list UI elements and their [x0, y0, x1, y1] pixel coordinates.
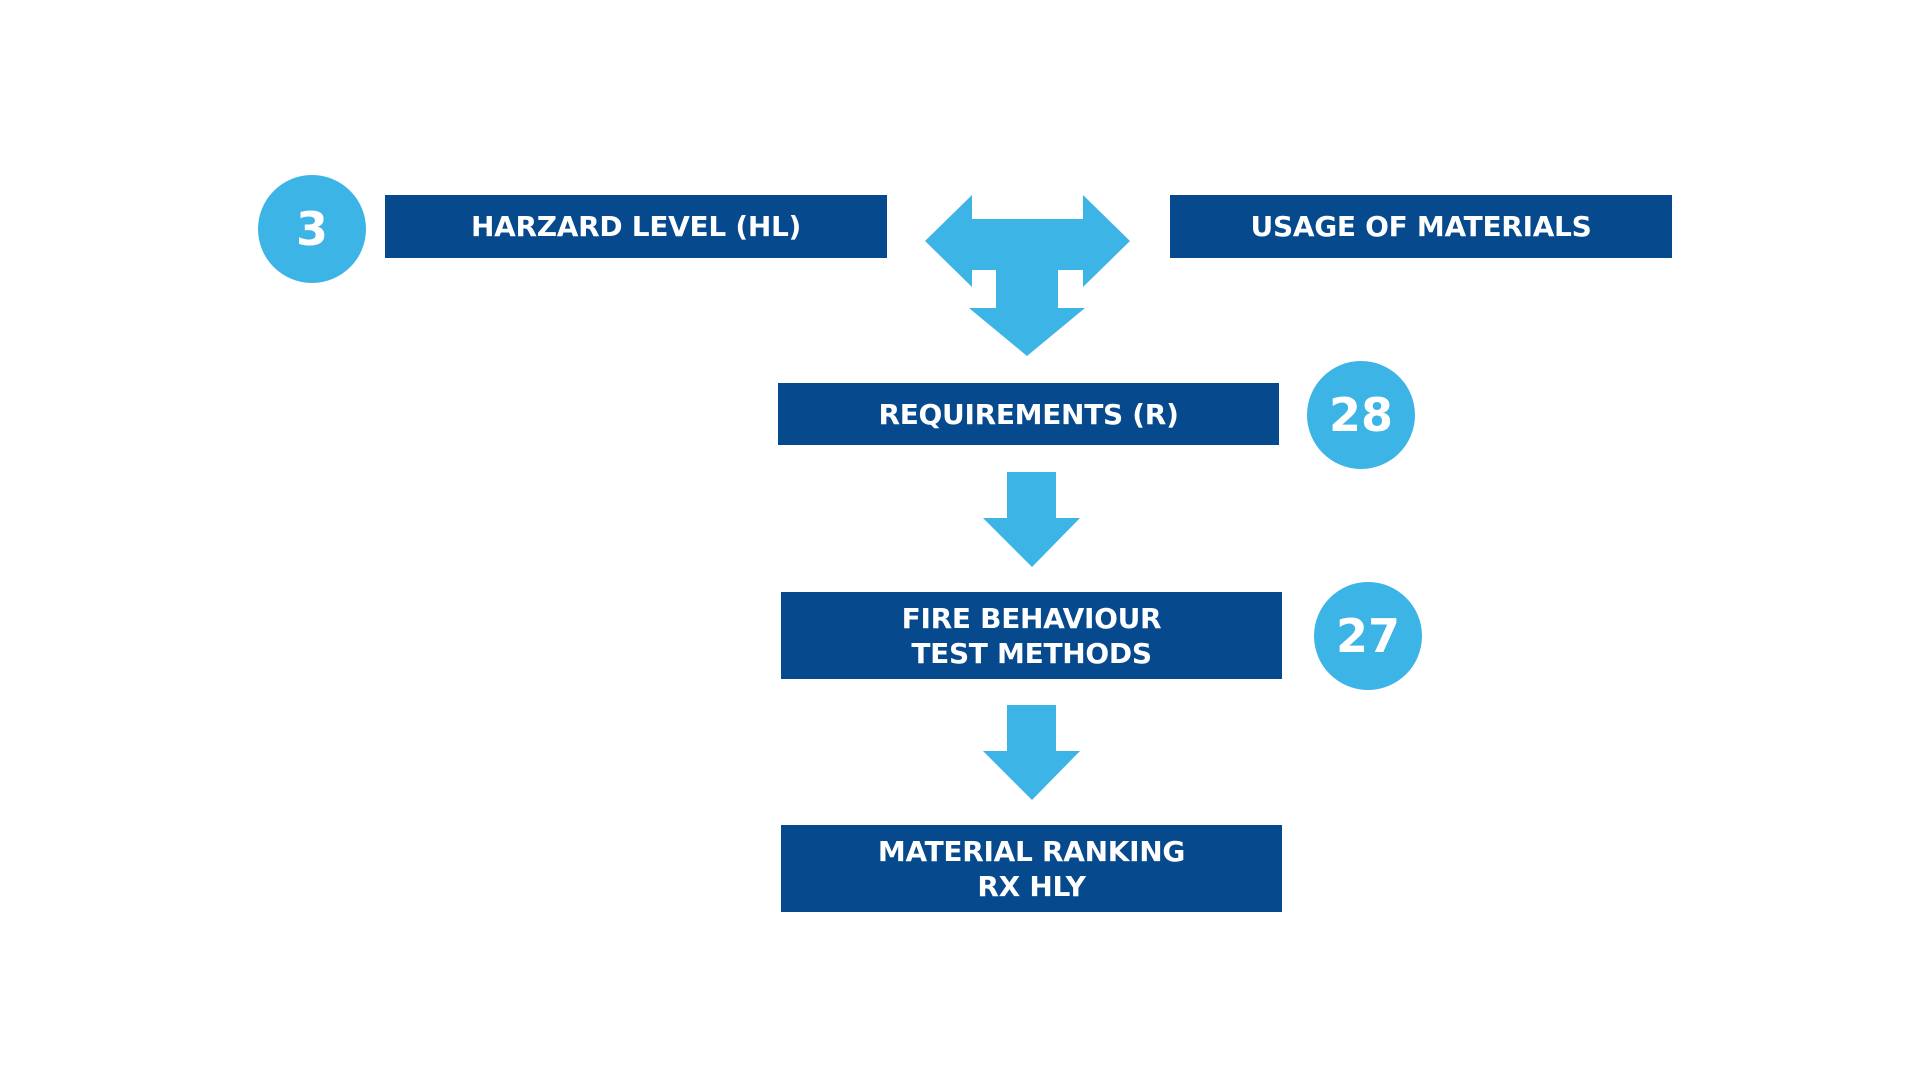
badge-value: 3 [295, 202, 328, 256]
badge-value: 27 [1335, 609, 1400, 663]
box-label: REQUIREMENTS (R) [878, 397, 1179, 431]
hazard-level-count-badge: 3 [258, 175, 366, 283]
hazard-level-box: HARZARD LEVEL (HL) [385, 195, 887, 258]
badge-value: 28 [1328, 388, 1393, 442]
box-label-line-1: MATERIAL RANKING [877, 834, 1186, 868]
down-arrow-1-icon [983, 472, 1080, 567]
t-junction-arrow-icon [925, 195, 1130, 356]
test-methods-count-badge: 27 [1314, 582, 1422, 690]
material-ranking-box: MATERIAL RANKING RX HLY [781, 825, 1282, 912]
usage-of-materials-box: USAGE OF MATERIALS [1170, 195, 1672, 258]
down-arrow-2-icon [983, 705, 1080, 800]
box-label-line-2: TEST METHODS [911, 636, 1152, 670]
box-label-line-2: RX HLY [977, 869, 1086, 903]
requirements-count-badge: 28 [1307, 361, 1415, 469]
box-label: USAGE OF MATERIALS [1250, 210, 1592, 243]
box-label-line-1: FIRE BEHAVIOUR [901, 601, 1162, 635]
fire-behaviour-test-methods-box: FIRE BEHAVIOUR TEST METHODS [781, 592, 1282, 679]
box-label: HARZARD LEVEL (HL) [470, 210, 801, 243]
requirements-box: REQUIREMENTS (R) [778, 383, 1279, 445]
